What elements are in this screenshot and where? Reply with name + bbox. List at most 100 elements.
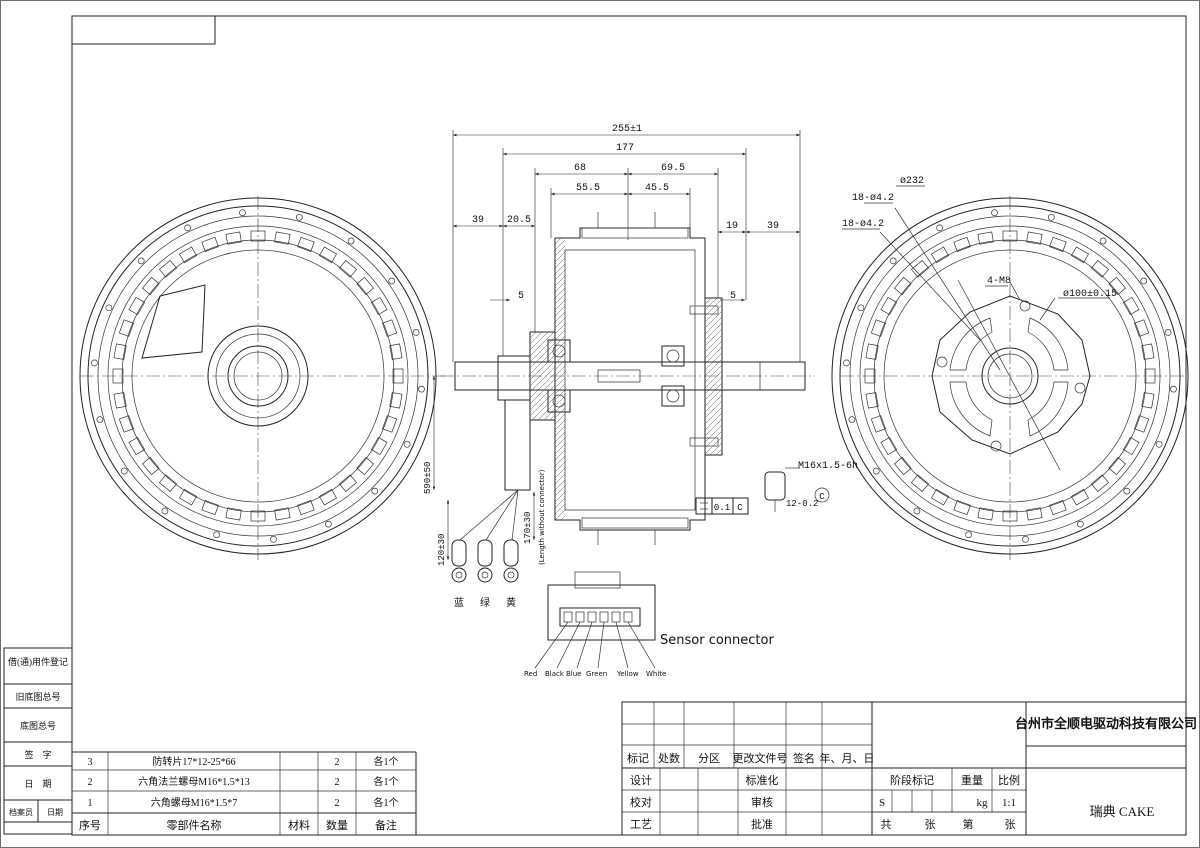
hatch-line: [554, 473, 566, 485]
spoke-hole: [1123, 487, 1131, 495]
dim-right-half: 69.5: [661, 163, 685, 174]
spoke-hole: [843, 359, 850, 367]
hatch-line: [554, 305, 566, 317]
magnet-block: [1122, 296, 1140, 316]
magnet-block: [1026, 231, 1043, 245]
hatch-line: [704, 346, 723, 365]
pin-blue: Blue: [566, 670, 582, 678]
hatch-line: [529, 360, 556, 387]
hatch-line: [704, 328, 723, 347]
part-row-2-name: 六角法兰螺母M16*1.5*13: [138, 775, 249, 788]
magnet-block: [141, 456, 160, 476]
rev-date: 年、月、日: [820, 751, 875, 765]
part-row-1-qty: 2: [335, 757, 340, 768]
hatch-line: [554, 263, 566, 275]
hatch-line: [554, 443, 566, 455]
side-row-3: 底图总号: [20, 720, 56, 731]
pin-yellow: Yellow: [616, 670, 639, 678]
magnet-block: [113, 392, 127, 409]
magnet-block: [1002, 230, 1018, 242]
hatch-line: [554, 269, 566, 281]
hatch-line: [554, 353, 566, 365]
magnet-block: [112, 368, 124, 384]
hatch-line: [704, 334, 723, 353]
hatch-line: [529, 354, 556, 381]
hatch-line: [554, 365, 566, 377]
thread-label: M16x1.5-6h: [798, 460, 858, 472]
spoke-hole: [325, 520, 332, 528]
tb-approve: 批准: [751, 817, 773, 831]
spoke-hole: [239, 209, 246, 217]
dim-connector-length: 170±30: [523, 512, 533, 544]
cable-note: (Length without connector): [538, 469, 546, 565]
spoke-hole: [184, 224, 191, 232]
magnet-block: [870, 415, 886, 433]
hatch-line: [554, 251, 566, 263]
dim-inner-left: 55.5: [576, 183, 600, 194]
spoke-hole: [936, 224, 943, 232]
hatch-line: [704, 436, 723, 455]
company-name: 台州市全顺电驱动科技有限公司: [1015, 716, 1197, 731]
magnet-block: [338, 474, 358, 493]
parts-header-name: 零部件名称: [167, 818, 222, 832]
tb-total: 共: [881, 818, 892, 831]
hatch-line: [554, 237, 562, 245]
hatch-line: [529, 366, 556, 393]
parallelism-datum: C: [737, 503, 743, 513]
hatch-line: [554, 281, 566, 293]
lead-color-1: 蓝: [454, 597, 464, 609]
dim-left-half: 68: [574, 163, 586, 174]
spoke-hole: [1164, 329, 1172, 336]
right-end-view: ø232 18-ø4.2 18-ø4.2 4-M8 ø100±0.15: [831, 176, 1189, 560]
hatch-line: [554, 407, 566, 419]
hatch-line: [554, 275, 566, 287]
hatch-line: [554, 329, 566, 341]
hatch-line: [529, 372, 556, 399]
hatch-line: [554, 389, 566, 401]
hatch-line: [554, 413, 566, 425]
tb-num: 第: [963, 817, 974, 831]
hatch-line: [704, 376, 723, 395]
hatch-line: [704, 400, 723, 419]
parts-header-no: 序号: [79, 818, 101, 832]
hatch-line: [704, 298, 723, 317]
hatch-line: [554, 341, 566, 353]
hatch-line: [554, 437, 566, 449]
side-archivist: 档案员: [9, 807, 33, 817]
magnet-block: [1049, 236, 1067, 252]
spoke-hole: [105, 304, 113, 312]
rev-docno: 更改文件号: [733, 751, 788, 765]
flat-datum: C: [819, 492, 825, 502]
spoke-hole: [213, 531, 221, 539]
part-row-2-remark: 各1个: [374, 775, 399, 788]
magnet-block: [930, 246, 950, 264]
hatch-line: [704, 424, 723, 443]
side-row-1: 借(通)用件登记: [8, 656, 68, 667]
spoke-hole: [1099, 237, 1107, 245]
spoke-hole: [347, 237, 355, 245]
magnet-block: [865, 343, 879, 360]
magnet-block: [1070, 246, 1090, 264]
part-row-3-name: 六角螺母M16*1.5*7: [151, 797, 237, 809]
magnet-block: [318, 488, 338, 506]
magnet-block: [930, 488, 950, 506]
hatch-line: [529, 331, 537, 339]
spoke-hole: [403, 440, 411, 448]
title-block: 标记 处数 分区 更改文件号 签名 年、月、日 设计 校对 工艺 标准化 审核 …: [621, 701, 1197, 836]
left-spoke-holes: [91, 209, 425, 543]
magnet-block: [977, 507, 994, 521]
dim-cable-length: 590±50: [423, 462, 433, 494]
hatch-line: [554, 299, 566, 311]
magnet-block: [318, 246, 338, 264]
magnet-block: [389, 392, 403, 409]
threads-label: 4-M8: [987, 276, 1011, 287]
dim-left-shaft: 39: [472, 215, 484, 226]
hatch-line: [554, 287, 566, 299]
magnet-block: [356, 276, 375, 296]
tb-review: 审核: [751, 795, 773, 809]
hatch-line: [709, 442, 723, 456]
spoke-hole: [418, 385, 425, 393]
hatch-line: [554, 317, 566, 329]
magnet-block: [370, 436, 388, 456]
magnet-block: [953, 236, 971, 252]
